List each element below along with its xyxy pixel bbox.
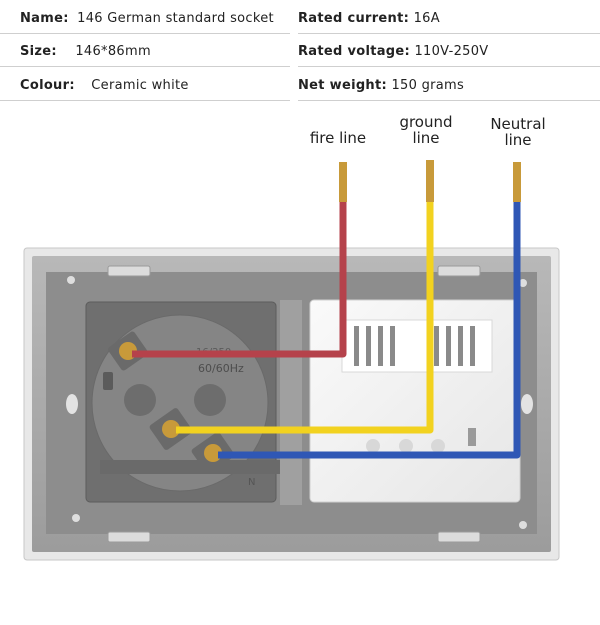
fire-line-label: fire line (309, 129, 367, 147)
spec-name: Name: 146 German standard socket (20, 11, 274, 26)
fire-wire (132, 200, 347, 358)
divider (0, 100, 290, 101)
spec-weight: Net weight: 150 grams (298, 78, 465, 93)
divider (298, 66, 600, 67)
spec-colour: Colour: Ceramic white (20, 78, 189, 93)
wires (132, 200, 521, 459)
spec-size: Size: 146*86mm (20, 44, 151, 59)
wire-tips (339, 160, 521, 202)
frame-clips (66, 265, 533, 543)
svg-text:60/60Hz: 60/60Hz (198, 362, 244, 375)
center-divider (280, 300, 302, 505)
ground-wire (176, 200, 434, 434)
german-socket-module: 16/250 60/60Hz N (85, 301, 280, 503)
divider (298, 33, 600, 34)
divider (298, 100, 600, 101)
svg-text:N: N (248, 477, 255, 488)
divider (0, 66, 290, 67)
spec-current: Rated current: 16A (298, 11, 440, 26)
terminal-screws (108, 331, 235, 474)
spec-voltage: Rated voltage: 110V-250V (298, 44, 489, 59)
neutral-wire (218, 200, 521, 459)
neutral-line-label: Neutral line (490, 115, 546, 149)
divider (0, 33, 290, 34)
ground-line-label: ground line (399, 113, 453, 147)
